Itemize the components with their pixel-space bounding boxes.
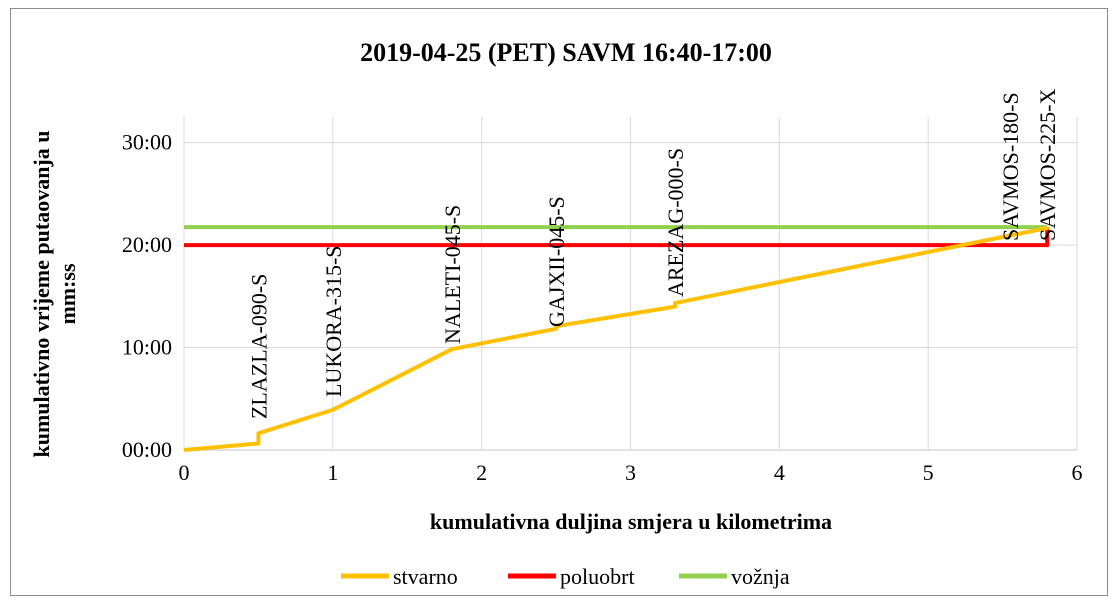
chart-title: 2019-04-25 (PET) SAVM 16:40-17:00 xyxy=(360,38,772,67)
x-tick-label-4: 4 xyxy=(774,460,785,485)
chart-frame: 2019-04-25 (PET) SAVM 16:40-17:00 ZLAZLA… xyxy=(10,8,1108,596)
x-tick-label-1: 1 xyxy=(327,460,338,485)
y-axis-ticks: 00:00 10:00 20:00 30:00 xyxy=(122,130,172,462)
y-axis-title-line-2: mm:ss xyxy=(55,263,80,325)
station-label-0: ZLAZLA-090-S xyxy=(246,274,271,419)
y-tick-label-2: 20:00 xyxy=(122,232,172,257)
x-tick-label-3: 3 xyxy=(625,460,636,485)
station-label-6: SAVMOS-225-X xyxy=(1035,88,1060,241)
x-tick-label-0: 0 xyxy=(179,460,190,485)
series-lines xyxy=(183,225,1050,452)
y-tick-label-3: 30:00 xyxy=(122,130,172,155)
x-axis-ticks: 0 1 2 3 4 5 6 xyxy=(179,460,1083,485)
y-tick-label-0: 00:00 xyxy=(122,437,172,462)
x-tick-label-6: 6 xyxy=(1072,460,1083,485)
station-label-4: AREZAG-000-S xyxy=(663,148,688,297)
station-label-2: NALETI-045-S xyxy=(440,205,465,344)
legend: stvarno poluobrt vožnja xyxy=(341,564,790,589)
y-axis-title-line-1: kumulativno vrijeme putaovanja u xyxy=(29,131,54,458)
legend-label-1: poluobrt xyxy=(560,564,635,589)
station-label-1: LUKORA-315-S xyxy=(321,245,346,397)
station-label-3: GAJXII-045-S xyxy=(544,196,569,327)
x-tick-label-5: 5 xyxy=(923,460,934,485)
series-line-poluobrt xyxy=(184,227,1050,248)
station-annotations: ZLAZLA-090-S LUKORA-315-S NALETI-045-S GAJX… xyxy=(246,88,1060,419)
x-axis-title: kumulativna duljina smjera u kilometrima xyxy=(430,509,832,534)
legend-label-2: vožnja xyxy=(731,564,790,589)
series-line-stvarno xyxy=(183,226,1050,452)
legend-label-0: stvarno xyxy=(393,564,458,589)
grid xyxy=(183,117,1078,451)
x-tick-label-2: 2 xyxy=(476,460,487,485)
y-tick-label-1: 10:00 xyxy=(122,335,172,360)
y-axis-title: kumulativno vrijeme putaovanja u mm:ss xyxy=(29,131,80,458)
station-label-5: SAVMOS-180-S xyxy=(998,92,1023,241)
line-chart: 2019-04-25 (PET) SAVM 16:40-17:00 ZLAZLA… xyxy=(29,38,1083,589)
